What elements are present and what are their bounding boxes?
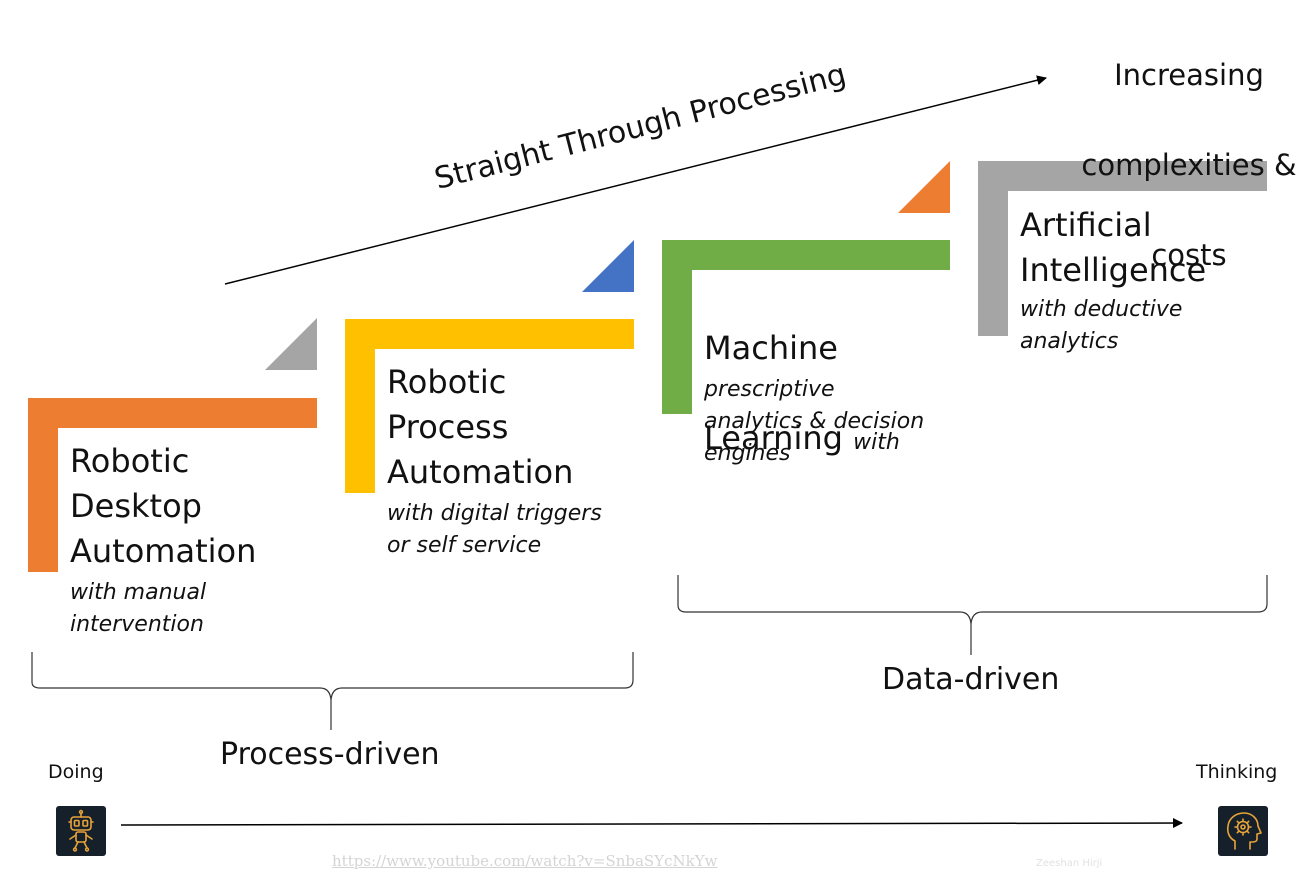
brace-data (677, 575, 1268, 655)
stage-step-rpa (345, 319, 634, 493)
doing-thinking-arrow (120, 818, 1183, 829)
stage-title-rpa: Robotic Process Automation (387, 363, 574, 491)
axis-start-label: Doing (48, 761, 104, 783)
group-label-process: Process-driven (220, 737, 440, 772)
stage-title-ai: Artificial Intelligence (1020, 206, 1207, 289)
stage-step-rda (28, 398, 317, 572)
stp-arrow (224, 75, 1047, 285)
stage-triangle-rpa (582, 240, 634, 292)
group-label-data: Data-driven (882, 662, 1060, 697)
stage-subtitle-ml-inline: with (853, 430, 900, 455)
stage-triangle-rda (265, 318, 317, 370)
robot-icon (56, 806, 106, 856)
head-gear-icon (1218, 806, 1268, 856)
stage-step-ai (978, 161, 1267, 336)
stage-subtitle-ml: prescriptive analytics & decision engine… (704, 377, 925, 466)
goal-label: Increasing complexities & costs (1064, 8, 1312, 323)
stage-title-rda: Robotic Desktop Automation (70, 442, 257, 570)
stage-subtitle-rpa: with digital triggers or self service (387, 501, 602, 558)
goal-line-3: costs (1151, 238, 1227, 272)
stage-triangle-ml (898, 161, 950, 213)
stage-title-ml-line-2: Learning with (704, 416, 900, 465)
goal-line-1: Increasing (1114, 58, 1264, 92)
brace-process (31, 652, 634, 730)
stage-step-ml (662, 240, 950, 414)
watermark-url: https://www.youtube.com/watch?v=SnbaSYcN… (332, 852, 718, 870)
watermark-credit: Zeeshan Hirji (1036, 858, 1103, 869)
axis-end-label: Thinking (1196, 761, 1278, 783)
stage-title-ml: Machine Learning with (704, 281, 900, 510)
stage-subtitle-rda: with manual intervention (70, 580, 207, 637)
stage-subtitle-ai: with deductive analytics (1020, 297, 1183, 354)
stage-title-ml-line-1: Machine (704, 329, 838, 367)
stage-title-ml-line-2-text: Learning (704, 419, 843, 457)
goal-line-2: complexities & (1081, 148, 1297, 182)
